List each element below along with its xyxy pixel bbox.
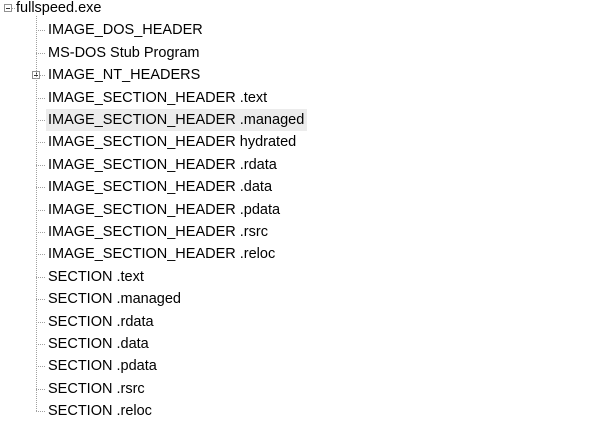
tree-node[interactable]: SECTION .pdata <box>0 355 600 377</box>
tree-connector-line <box>36 321 45 323</box>
tree-node-label[interactable]: IMAGE_SECTION_HEADER .reloc <box>48 246 276 263</box>
tree-node[interactable]: IMAGE_SECTION_HEADER hydrated <box>0 131 600 153</box>
tree-connector-line <box>36 16 37 411</box>
tree-connector-line <box>36 187 45 189</box>
tree-node-label[interactable]: SECTION .data <box>48 336 149 352</box>
tree-node-label[interactable]: IMAGE_SECTION_HEADER .data <box>48 179 273 196</box>
tree-node[interactable]: SECTION .text <box>0 266 600 288</box>
tree-node-label[interactable]: fullspeed.exe <box>16 0 102 16</box>
tree-connector-line <box>36 120 45 121</box>
tree-node-label[interactable]: IMAGE_SECTION_HEADER .managed <box>46 109 308 131</box>
tree-node[interactable]: SECTION .data <box>0 333 600 355</box>
tree-connector-line <box>36 276 45 278</box>
tree-node-label[interactable]: IMAGE_SECTION_HEADER .pdata <box>48 201 281 218</box>
tree-node-label[interactable]: SECTION .managed <box>48 291 181 308</box>
tree-node-label[interactable]: IMAGE_SECTION_HEADER .rsrc <box>48 224 268 240</box>
tree-node-label[interactable]: SECTION .rdata <box>48 313 154 330</box>
tree-connector-line <box>36 344 45 345</box>
tree-connector-line <box>36 299 45 301</box>
tree-connector-line <box>12 8 15 9</box>
tree-connector-line <box>36 209 45 211</box>
tree-node-label[interactable]: IMAGE_NT_HEADERS <box>48 67 201 84</box>
tree-connector-line <box>36 411 45 413</box>
tree-connector-line <box>36 388 45 390</box>
tree-node[interactable]: SECTION .rsrc <box>0 378 600 400</box>
tree-node[interactable]: MS-DOS Stub Program <box>0 42 600 64</box>
tree-connector-line <box>36 142 45 144</box>
tree-node-label[interactable]: MS-DOS Stub Program <box>48 44 200 61</box>
tree-node-label[interactable]: IMAGE_SECTION_HEADER .text <box>48 89 268 106</box>
tree-node[interactable]: IMAGE_SECTION_HEADER .managed <box>0 109 600 131</box>
tree-node[interactable]: IMAGE_DOS_HEADER <box>0 19 600 41</box>
tree-connector-line <box>36 366 45 368</box>
tree-connector-line <box>36 52 45 54</box>
minus-box-icon[interactable] <box>4 4 12 12</box>
tree-connector-line <box>36 97 45 99</box>
tree-connector-line <box>36 164 45 166</box>
tree-node[interactable]: SECTION .reloc <box>0 400 600 422</box>
tree-connector-line <box>36 254 45 256</box>
tree-node[interactable]: IMAGE_SECTION_HEADER .reloc <box>0 243 600 265</box>
tree-connector-line <box>36 232 45 233</box>
tree-node[interactable]: IMAGE_SECTION_HEADER .data <box>0 176 600 198</box>
tree-node[interactable]: SECTION .managed <box>0 288 600 310</box>
tree-node-label[interactable]: IMAGE_SECTION_HEADER hydrated <box>48 134 297 151</box>
tree-node-label[interactable]: IMAGE_SECTION_HEADER .rdata <box>48 156 277 173</box>
tree-node[interactable]: IMAGE_SECTION_HEADER .pdata <box>0 199 600 221</box>
tree-node-label[interactable]: IMAGE_DOS_HEADER <box>48 22 203 39</box>
tree-node[interactable]: IMAGE_SECTION_HEADER .rdata <box>0 154 600 176</box>
tree-node[interactable]: IMAGE_SECTION_HEADER .rsrc <box>0 221 600 243</box>
tree-node[interactable]: IMAGE_NT_HEADERS <box>0 64 600 86</box>
tree-node-label[interactable]: SECTION .rsrc <box>48 380 145 397</box>
tree-node-label[interactable]: SECTION .pdata <box>48 358 157 375</box>
tree-node-label[interactable]: SECTION .text <box>48 268 144 285</box>
tree-node-root[interactable]: fullspeed.exe <box>0 0 600 19</box>
tree-node[interactable]: SECTION .rdata <box>0 311 600 333</box>
tree-node-label[interactable]: SECTION .reloc <box>48 403 152 420</box>
tree-node[interactable]: IMAGE_SECTION_HEADER .text <box>0 87 600 109</box>
tree-connector-line <box>36 30 45 32</box>
tree-connector-line <box>40 75 45 77</box>
